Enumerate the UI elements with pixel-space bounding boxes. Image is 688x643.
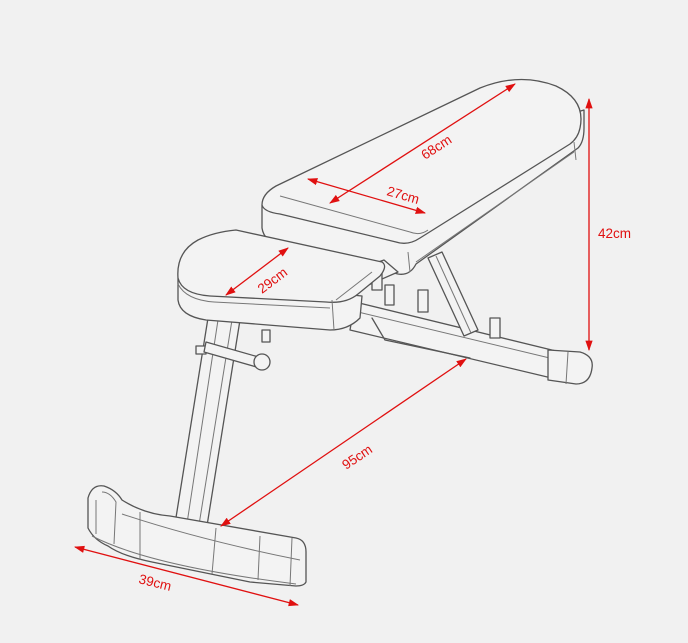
dimension-95cm: 95cm — [220, 358, 467, 527]
label-39cm: 39cm — [137, 571, 173, 594]
label-95cm: 95cm — [339, 442, 375, 473]
label-42cm: 42cm — [598, 226, 631, 241]
rear-base-rail — [349, 284, 593, 385]
rear-support-strut — [427, 251, 479, 337]
front-upright-post — [173, 317, 271, 533]
dimension-42cm: 42cm — [585, 97, 631, 352]
backrest-pad — [261, 78, 585, 275]
